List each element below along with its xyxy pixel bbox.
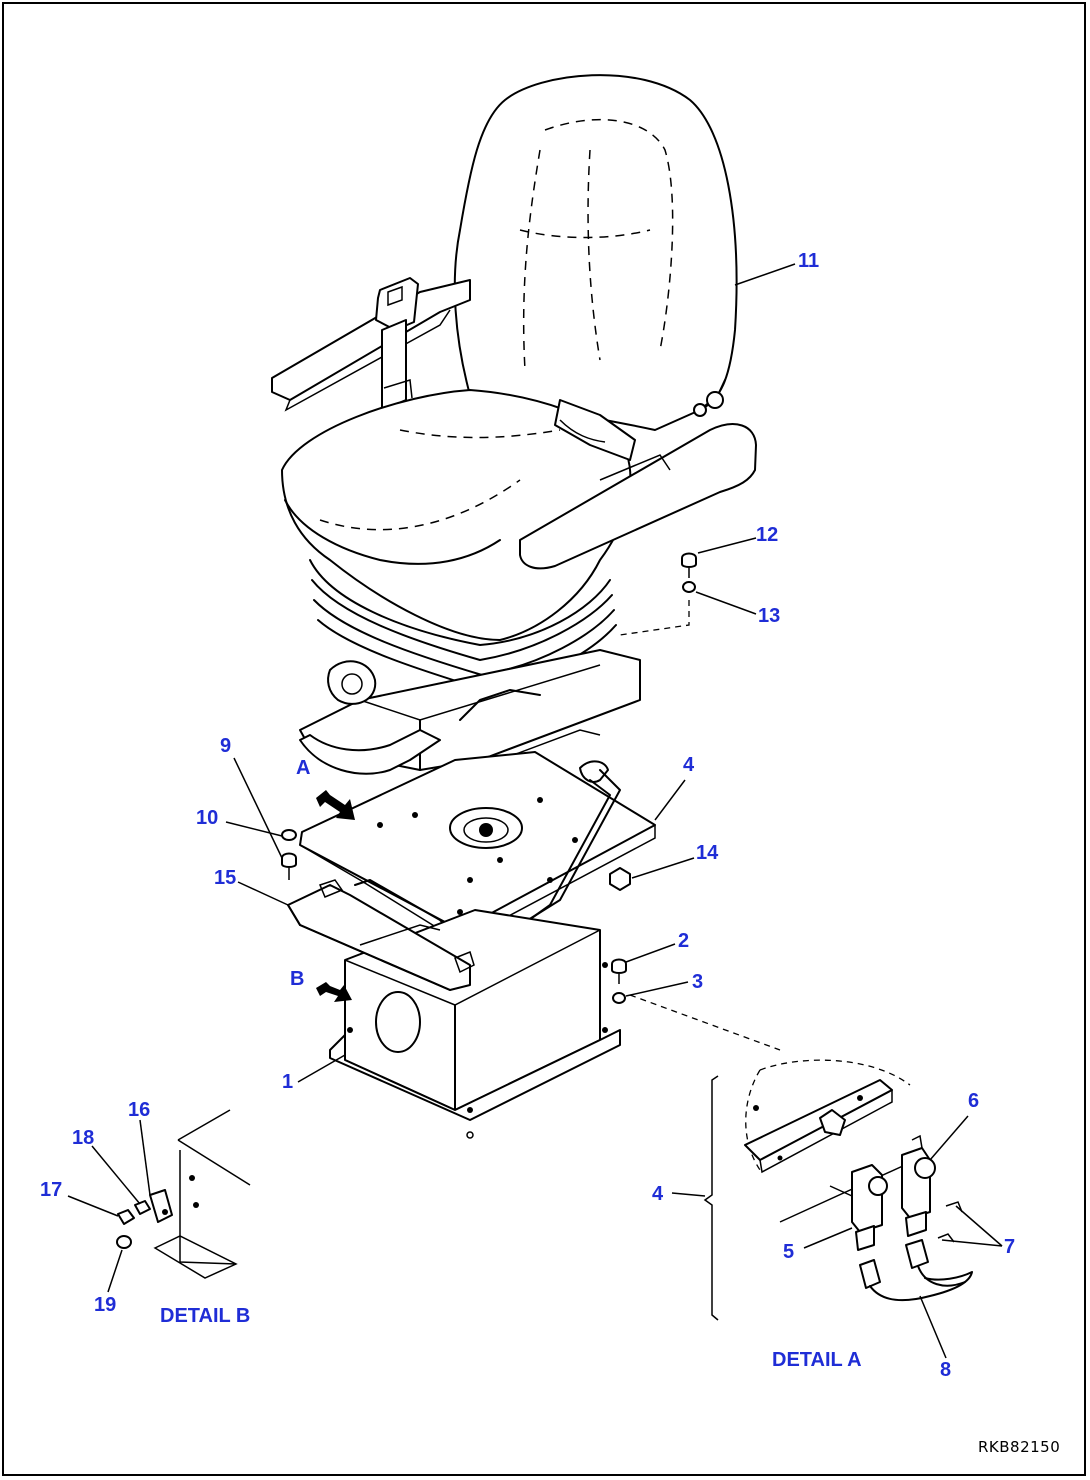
callout-2: 2 [678,930,690,952]
callout-5: 5 [783,1241,795,1263]
callout-4-detail: 4 [652,1183,664,1205]
seat-backrest [453,74,738,431]
bolt-2 [611,958,627,984]
swivel-plate [299,751,656,944]
washer-13 [682,581,696,593]
detail-a-marker: A [296,757,311,779]
callout-18: 18 [72,1127,95,1149]
figure-reference: RKB82150 [978,1438,1061,1456]
callout-1: 1 [282,1071,294,1093]
callout-6: 6 [968,1090,980,1112]
washer-10 [281,829,297,841]
callout-8: 8 [940,1359,952,1381]
bolt-12 [681,552,697,578]
washer-3 [612,992,626,1004]
detail-b-drawing [67,1109,251,1293]
callout-3: 3 [692,971,704,993]
callout-7: 7 [1004,1236,1016,1258]
leader-12-13 [619,600,690,636]
callout-13: 13 [758,605,781,627]
callout-19: 19 [94,1294,117,1316]
leader-2-3 [629,994,781,1051]
callout-9: 9 [220,735,232,757]
detail-b-label: DETAIL B [160,1305,251,1327]
callout-leaders [225,263,796,1083]
arrow-b [316,982,352,1002]
suspension-base [299,649,641,775]
callout-10: 10 [196,807,219,829]
callout-14: 14 [696,842,719,864]
left-armrest [271,277,471,412]
detail-a-label: DETAIL A [772,1349,862,1371]
callout-4-main: 4 [683,754,695,776]
bolt-9 [281,852,297,880]
callout-16: 16 [128,1099,151,1121]
callout-15: 15 [214,867,237,889]
detail-a-drawing [671,1059,1003,1359]
callout-12: 12 [756,524,779,546]
nut-14 [609,867,631,891]
arrow-a [316,790,355,820]
callout-17: 17 [40,1179,63,1201]
callout-11: 11 [798,250,820,272]
detail-b-marker: B [290,968,305,990]
right-armrest [519,423,757,570]
seat-cushion [281,389,636,691]
bracket-15 [287,879,475,991]
